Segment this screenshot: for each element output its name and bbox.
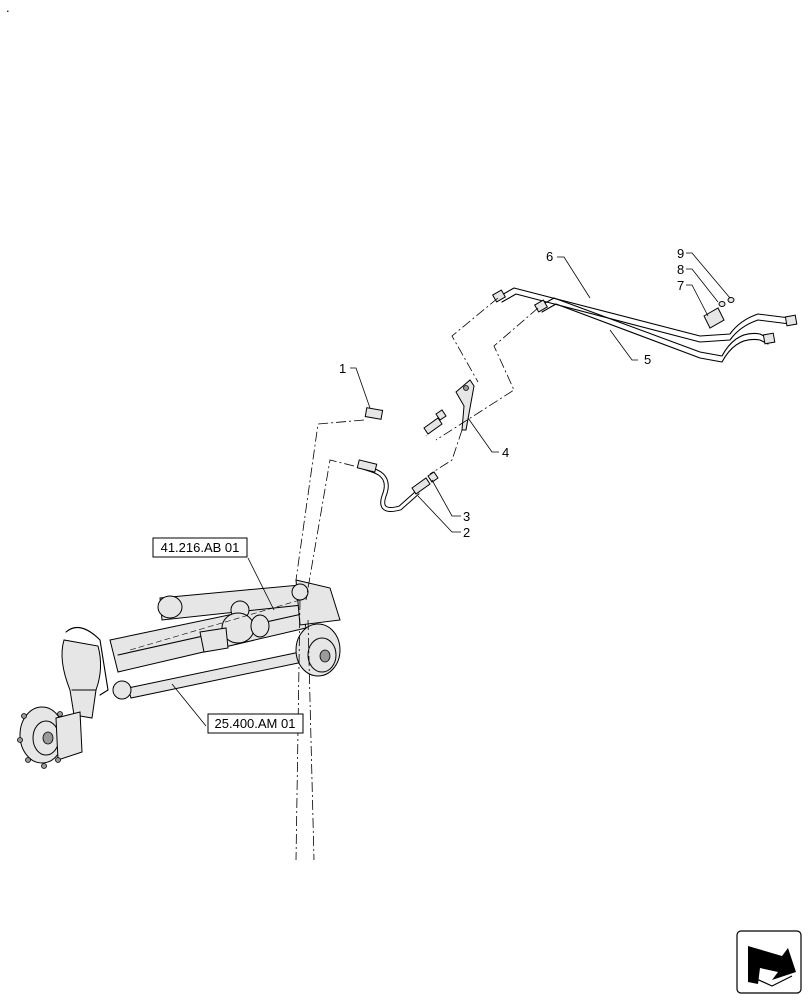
ghost-line — [129, 599, 301, 651]
reference-label[interactable]: 25.400.AM 01 — [215, 716, 296, 731]
bracket-4 — [455, 379, 475, 431]
nut-3 — [427, 409, 447, 483]
callout-6: 6 — [546, 249, 553, 264]
callout-5: 5 — [644, 352, 651, 367]
tube-assembly — [491, 287, 798, 363]
reference-box-25400[interactable]: 25.400.AM 01 — [207, 713, 304, 734]
callout-1: 1 — [339, 361, 346, 376]
callout-9: 9 — [677, 246, 684, 261]
callout-7: 7 — [677, 278, 684, 293]
front-axle-assembly — [17, 579, 341, 769]
hose-1 — [364, 407, 443, 449]
callout-4: 4 — [502, 445, 509, 460]
reference-label[interactable]: 41.216.AB 01 — [161, 540, 240, 555]
leader-lines — [171, 252, 731, 727]
washer-8 — [718, 301, 726, 307]
next-page-arrow-icon[interactable] — [736, 930, 802, 994]
callout-2: 2 — [463, 525, 470, 540]
clamp-7 — [703, 307, 725, 329]
reference-box-41216[interactable]: 41.216.AB 01 — [152, 537, 248, 558]
callout-8: 8 — [677, 262, 684, 277]
bolt-9 — [727, 297, 735, 303]
hose-2 — [356, 459, 431, 512]
corner-mark: . — [6, 0, 10, 15]
callout-3: 3 — [463, 509, 470, 524]
assembly-lines — [295, 297, 539, 861]
